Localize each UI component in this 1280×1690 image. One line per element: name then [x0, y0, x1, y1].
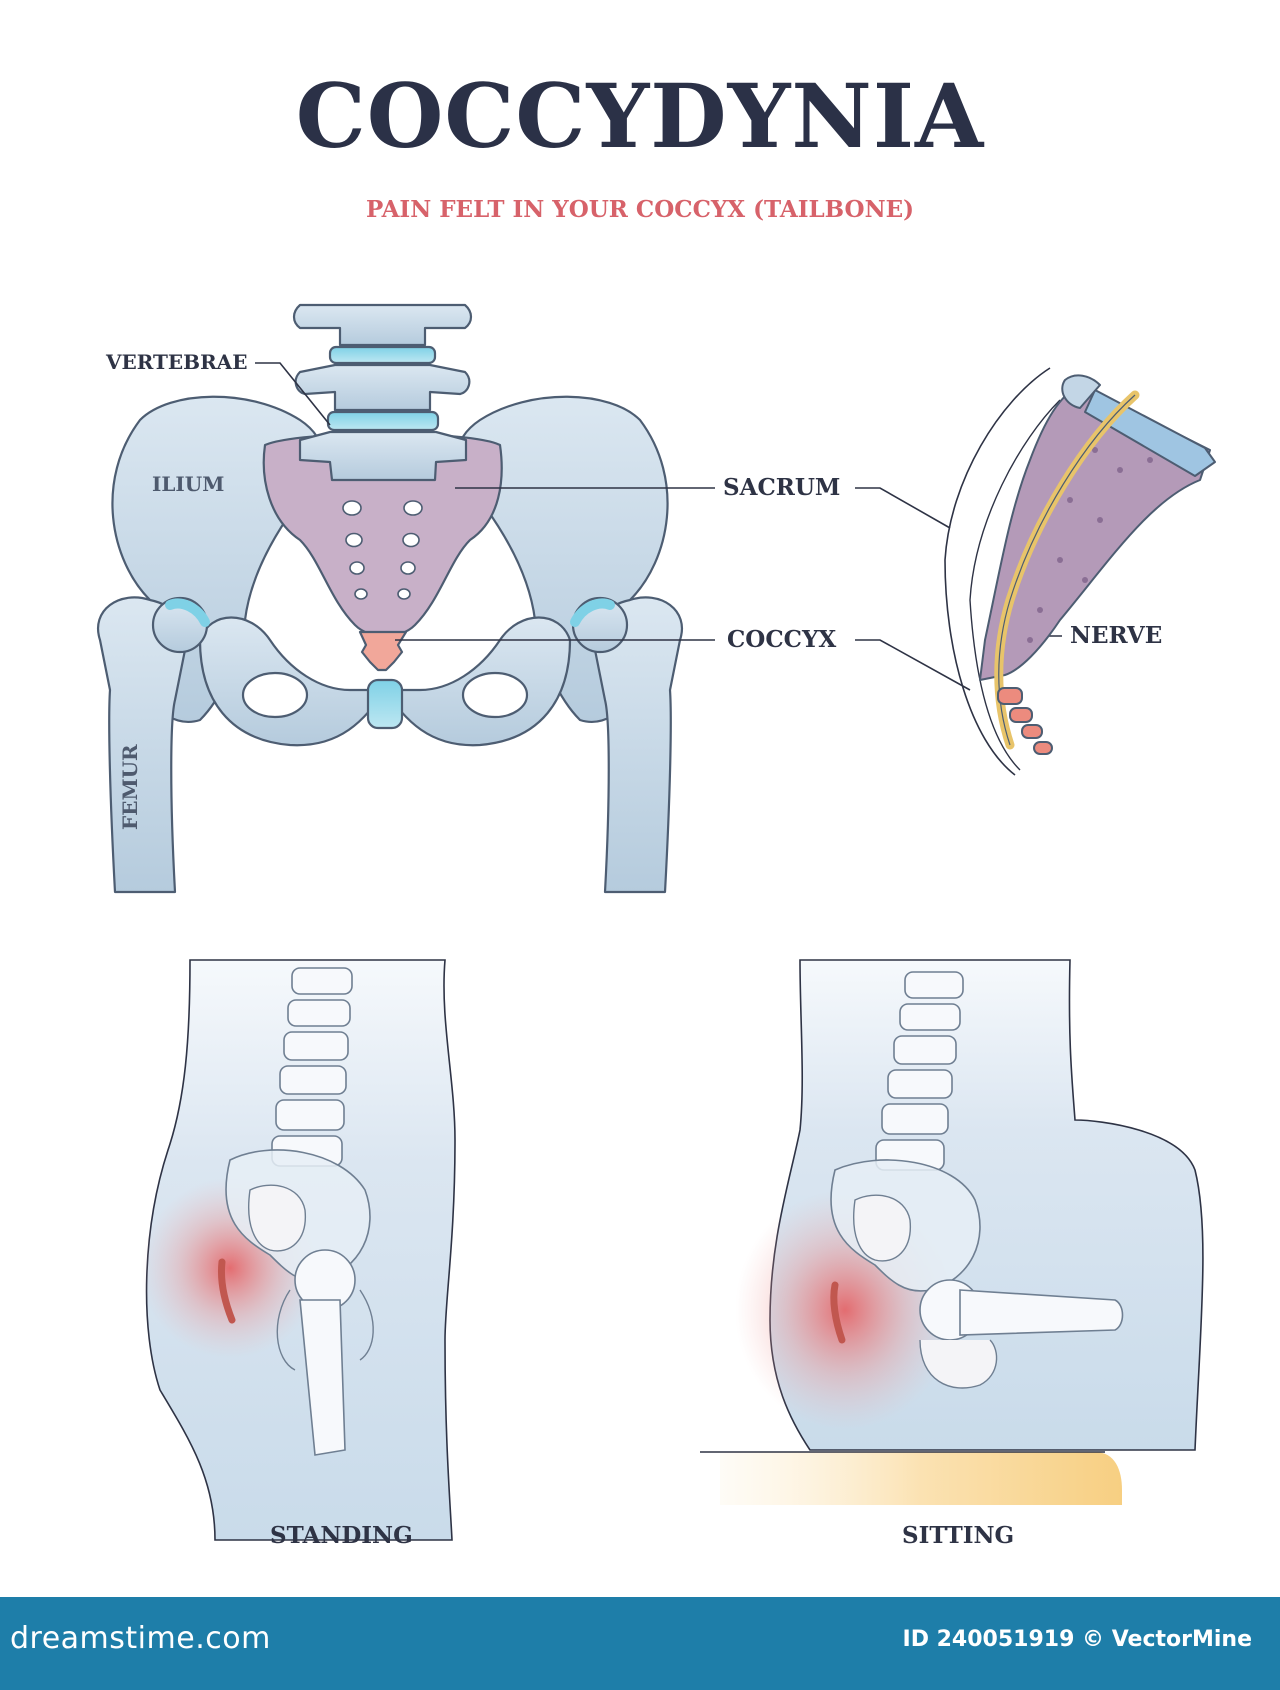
label-standing: STANDING: [270, 1522, 413, 1549]
lumbar-vertebrae-front: [292, 303, 473, 482]
leader-vertebrae: [255, 362, 331, 426]
sitting-femur: [959, 1289, 1124, 1336]
femur-right: [592, 596, 683, 894]
pubic-symphysis: [366, 678, 404, 730]
illustration-svg: [97, 303, 1216, 1541]
leader-lines-top: [255, 362, 1062, 691]
obturator-left: [241, 671, 309, 719]
label-sacrum: SACRUM: [723, 474, 841, 501]
label-nerve: NERVE: [1070, 622, 1163, 649]
label-ilium: ILIUM: [152, 472, 225, 496]
standing-figure: [140, 959, 456, 1541]
label-vertebrae: VERTEBRAE: [106, 350, 248, 374]
coccyx-front: [358, 630, 408, 672]
sacrum-side-view: [944, 367, 1216, 776]
label-sitting: SITTING: [902, 1522, 1015, 1549]
leader-coccyx-side: [855, 639, 971, 691]
footer-image-id: ID 240051919 © VectorMine: [902, 1627, 1252, 1652]
diagram-subtitle: PAIN FELT IN YOUR COCCYX (TAILBONE): [365, 196, 915, 223]
coccyx-side: [997, 687, 1053, 755]
sitting-seat: [720, 1452, 1122, 1505]
sitting-figure: [700, 959, 1204, 1505]
label-femur: FEMUR: [118, 744, 142, 830]
femur-left: [97, 596, 188, 894]
standing-coccyx: [218, 1258, 236, 1324]
obturator-right: [461, 671, 529, 719]
sitting-coccyx: [830, 1281, 846, 1344]
standing-femur: [299, 1299, 346, 1456]
pelvis-front-view: [97, 303, 683, 894]
footer-site-logo[interactable]: dreamstime.com: [10, 1621, 271, 1656]
sitting-spine: [875, 971, 964, 1171]
sacrum-front: [262, 432, 503, 638]
diagram-title: COCCYDYNIA: [295, 64, 985, 168]
footer-bar: dreamstime.com ID 240051919 © VectorMine: [0, 1597, 1280, 1690]
label-coccyx: COCCYX: [727, 626, 837, 653]
leader-sacrum-side: [855, 487, 951, 529]
skin-contour: [944, 367, 1051, 776]
